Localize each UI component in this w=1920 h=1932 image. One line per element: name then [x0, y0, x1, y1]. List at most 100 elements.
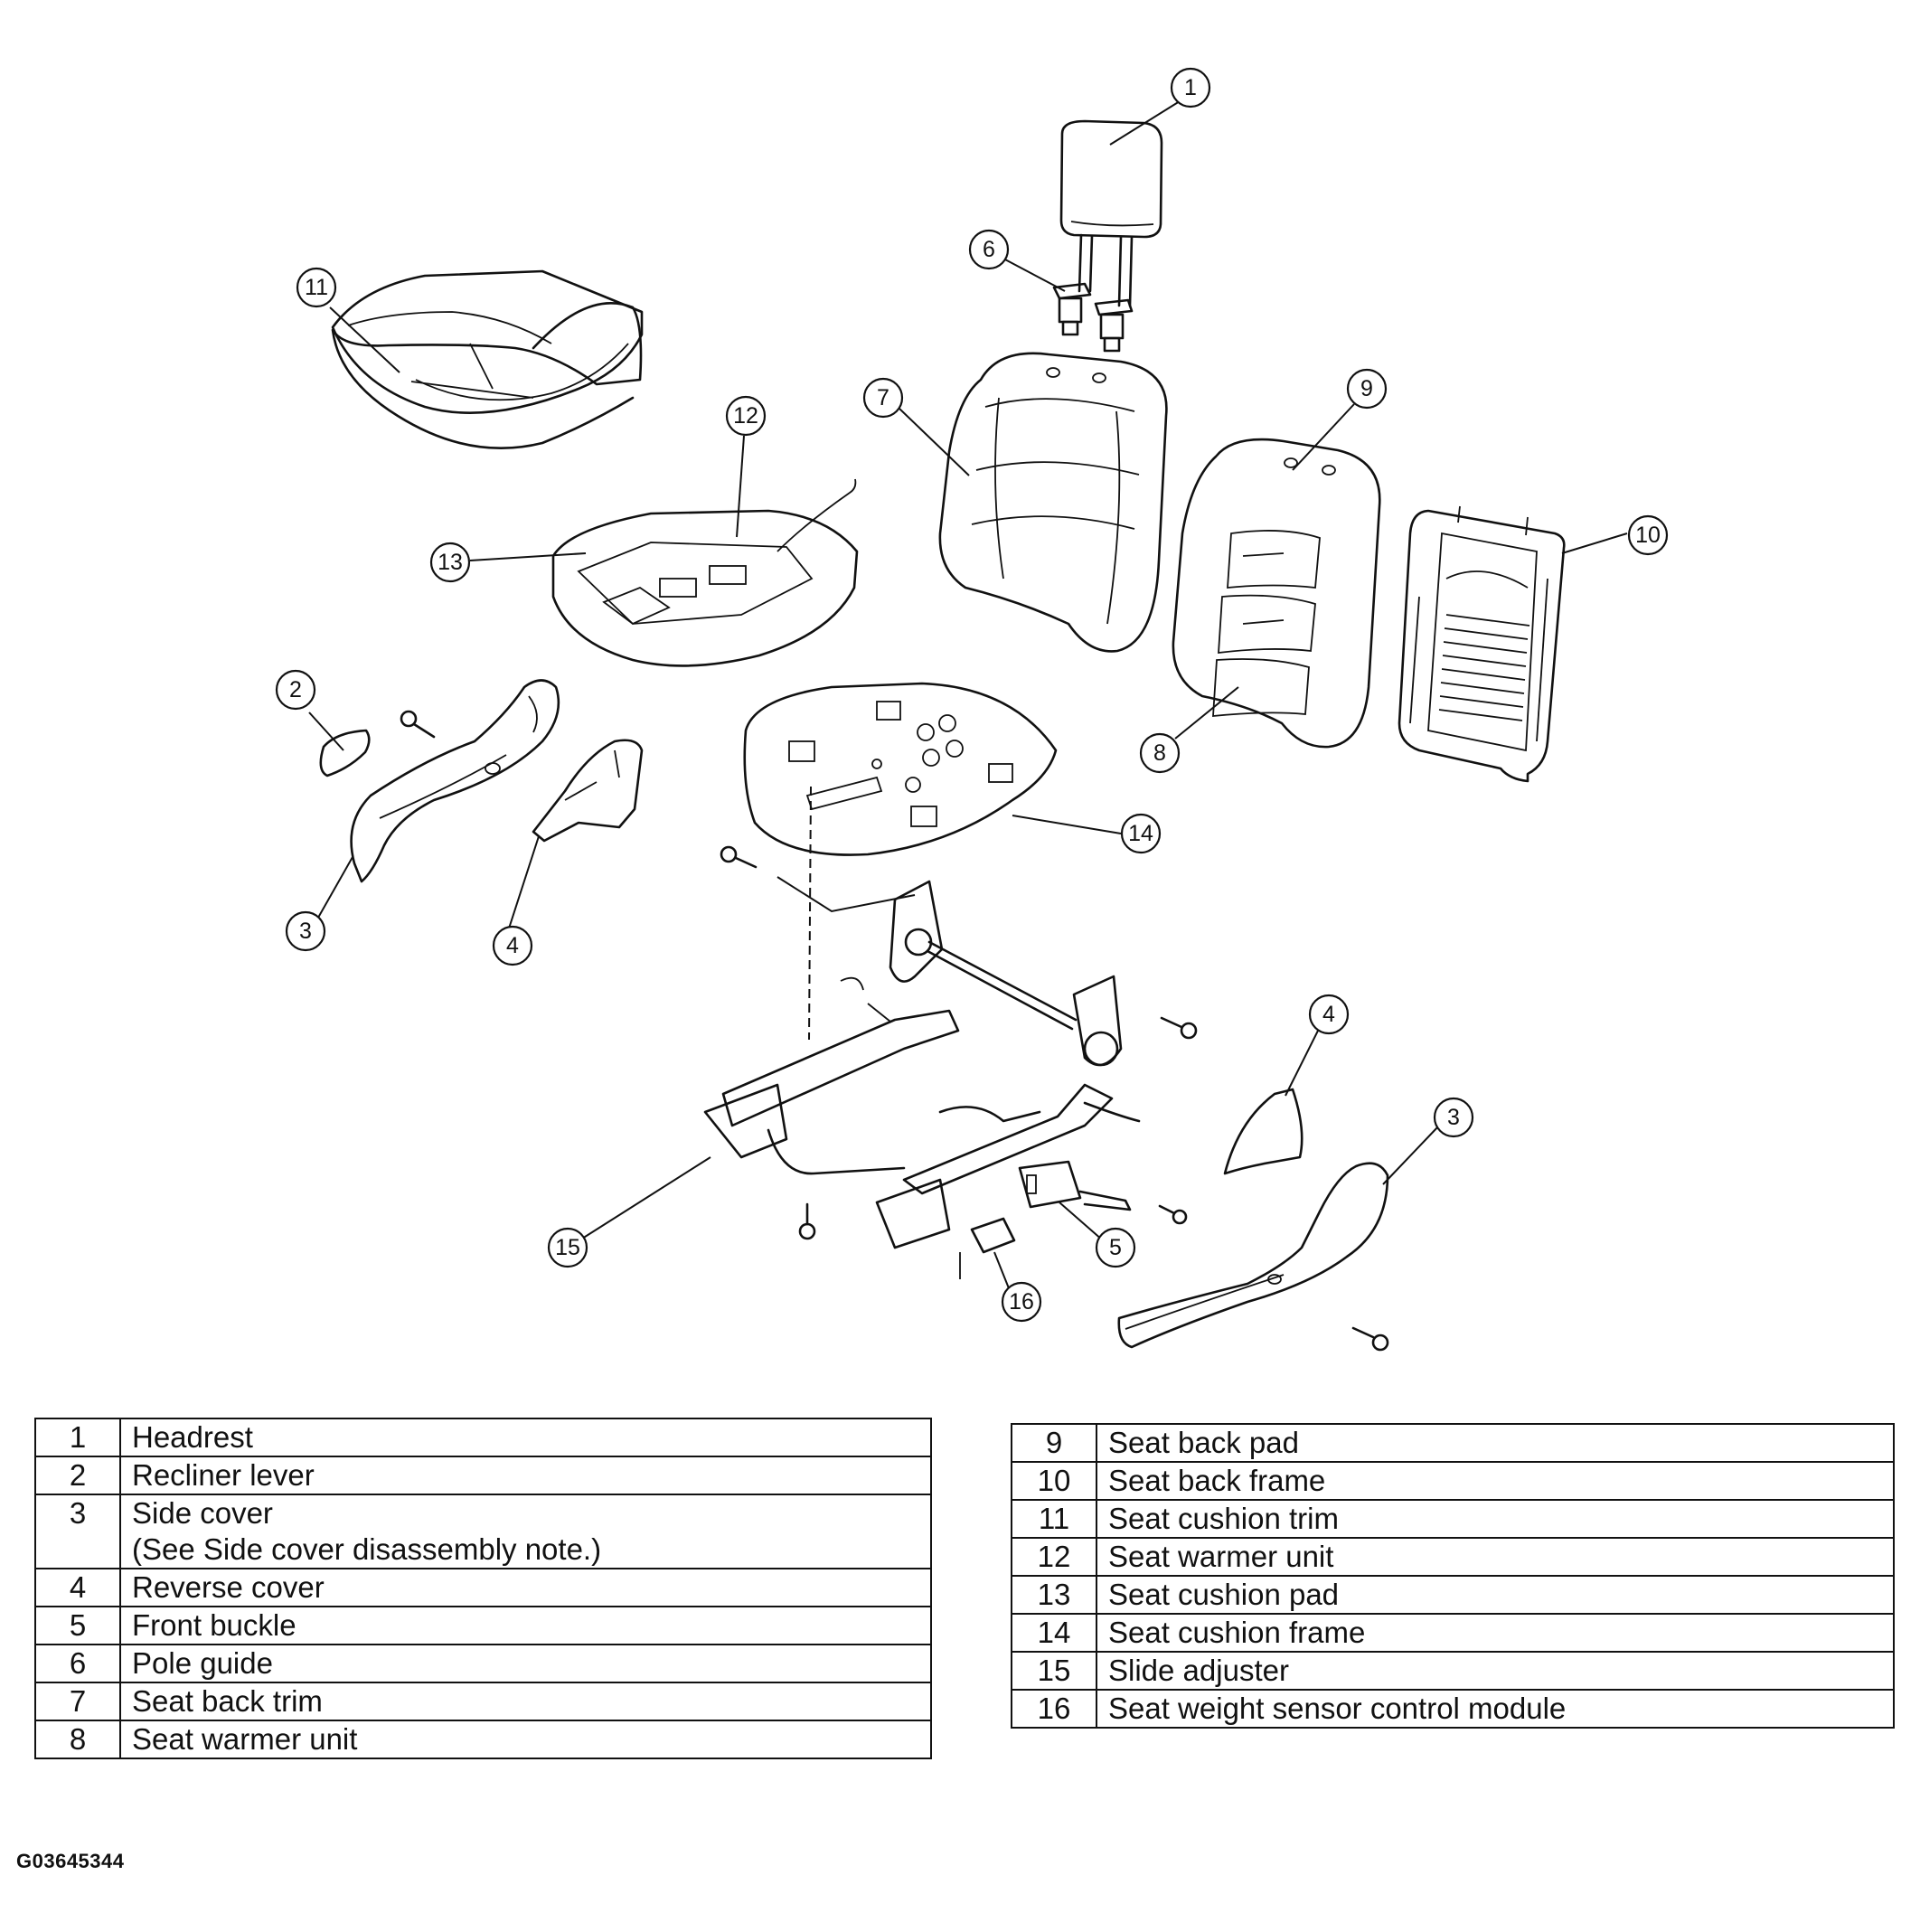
callout-14: 14	[1120, 813, 1162, 854]
legend-row: 13 Seat cushion pad	[1011, 1575, 1895, 1615]
callout-3-left: 3	[285, 910, 326, 952]
legend-part-name: Headrest	[132, 1420, 253, 1454]
legend-part-name-cell: Seat warmer unit	[119, 1720, 932, 1759]
legend-part-number: 5	[34, 1606, 121, 1645]
legend-part-number: 13	[1011, 1575, 1097, 1615]
legend-part-number: 7	[34, 1682, 121, 1721]
legend-row: 14 Seat cushion frame	[1011, 1613, 1895, 1653]
seat-back-pad-part	[1172, 438, 1381, 749]
legend-part-number: 6	[34, 1644, 121, 1683]
callout-5: 5	[1095, 1227, 1136, 1268]
legend-part-name: Front buckle	[132, 1608, 296, 1642]
callout-9: 9	[1346, 368, 1388, 410]
seat-back-frame-part	[1398, 505, 1566, 783]
legend-part-name: Seat cushion trim	[1108, 1502, 1339, 1535]
legend-part-number: 1	[34, 1418, 121, 1457]
callout-4-right: 4	[1308, 994, 1350, 1035]
svg-text:3: 3	[1447, 1105, 1460, 1130]
headrest-part	[1059, 119, 1163, 307]
legend-part-name: Side cover	[132, 1496, 273, 1530]
callout-16: 16	[1001, 1281, 1042, 1323]
callout-1: 1	[1170, 67, 1211, 108]
legend-part-name-cell: Recliner lever	[119, 1456, 932, 1495]
legend-part-name: Seat warmer unit	[132, 1722, 358, 1756]
svg-text:4: 4	[1322, 1002, 1335, 1027]
slide-adjuster-part	[703, 880, 1141, 1249]
reverse-cover-right-part	[1223, 1088, 1304, 1175]
legend-part-name: Seat back trim	[132, 1684, 323, 1718]
callout-2: 2	[275, 669, 316, 711]
legend-part-note: (See Side cover disassembly note.)	[132, 1532, 602, 1566]
legend-part-number: 3	[34, 1494, 121, 1569]
legend-part-name: Seat cushion frame	[1108, 1616, 1366, 1649]
exploded-seat-diagram: 1 6 7 9 10 8 11 12 13 14 2 3 4 4 3 5 16 …	[275, 67, 1669, 1352]
legend-part-name-cell: Seat back pad	[1096, 1423, 1895, 1463]
svg-text:12: 12	[733, 403, 758, 429]
figure-id-label: G03645344	[16, 1850, 125, 1872]
legend-row: 16 Seat weight sensor control module	[1011, 1689, 1895, 1729]
side-cover-left-part	[350, 679, 560, 883]
legend-part-name-cell: Pole guide	[119, 1644, 932, 1683]
svg-text:4: 4	[506, 933, 519, 958]
svg-text:9: 9	[1360, 376, 1373, 401]
callout-3-right: 3	[1433, 1097, 1474, 1138]
callout-12: 12	[725, 395, 767, 437]
callout-11: 11	[296, 267, 337, 308]
legend-part-number: 16	[1011, 1689, 1097, 1729]
legend-part-number: 8	[34, 1720, 121, 1759]
legend-part-name: Seat cushion pad	[1108, 1578, 1340, 1611]
legend-part-number: 15	[1011, 1651, 1097, 1691]
svg-text:5: 5	[1109, 1235, 1122, 1260]
legend-part-name-cell: Seat cushion pad	[1096, 1575, 1895, 1615]
seat-cushion-pad-part	[551, 478, 859, 667]
svg-text:13: 13	[438, 550, 463, 575]
legend-part-name: Seat weight sensor control module	[1108, 1692, 1567, 1725]
legend-row: 5 Front buckle	[34, 1606, 932, 1645]
legend-part-name-cell: Seat weight sensor control module	[1096, 1689, 1895, 1729]
legend-part-name-cell: Reverse cover	[119, 1568, 932, 1607]
svg-text:10: 10	[1635, 523, 1661, 548]
legend-part-number: 11	[1011, 1499, 1097, 1539]
legend-part-name: Reverse cover	[132, 1570, 325, 1604]
callout-4-left: 4	[492, 925, 533, 966]
svg-text:14: 14	[1128, 821, 1153, 846]
callout-6: 6	[968, 229, 1010, 270]
svg-text:16: 16	[1009, 1289, 1034, 1315]
svg-text:3: 3	[299, 919, 312, 944]
callout-13: 13	[429, 542, 471, 583]
svg-text:11: 11	[305, 275, 328, 300]
seat-back-trim-part	[938, 352, 1168, 653]
legend-row: 7 Seat back trim	[34, 1682, 932, 1721]
legend-part-name-cell: Headrest	[119, 1418, 932, 1457]
callout-7: 7	[862, 377, 904, 419]
reverse-cover-left-part	[532, 739, 644, 843]
svg-text:6: 6	[983, 237, 995, 262]
legend-part-name-cell: Seat back frame	[1096, 1461, 1895, 1501]
legend-part-number: 12	[1011, 1537, 1097, 1577]
side-cover-right-part	[1117, 1162, 1389, 1349]
legend-part-name: Seat back pad	[1108, 1426, 1299, 1459]
legend-part-name-cell: Side cover(See Side cover disassembly no…	[119, 1494, 932, 1569]
svg-text:2: 2	[289, 677, 302, 702]
svg-text:8: 8	[1153, 740, 1166, 766]
legend-part-name-cell: Seat cushion trim	[1096, 1499, 1895, 1539]
callout-15: 15	[547, 1227, 588, 1268]
legend-row: 4 Reverse cover	[34, 1568, 932, 1607]
callout-10: 10	[1627, 514, 1669, 556]
legend-part-number: 4	[34, 1568, 121, 1607]
svg-text:15: 15	[555, 1235, 580, 1260]
seat-cushion-frame-part	[743, 682, 1058, 1041]
recliner-lever-part	[319, 729, 371, 778]
legend-part-name-cell: Slide adjuster	[1096, 1651, 1895, 1691]
legend-part-number: 14	[1011, 1613, 1097, 1653]
legend-row: 8 Seat warmer unit	[34, 1720, 932, 1759]
legend-part-name-cell: Seat back trim	[119, 1682, 932, 1721]
